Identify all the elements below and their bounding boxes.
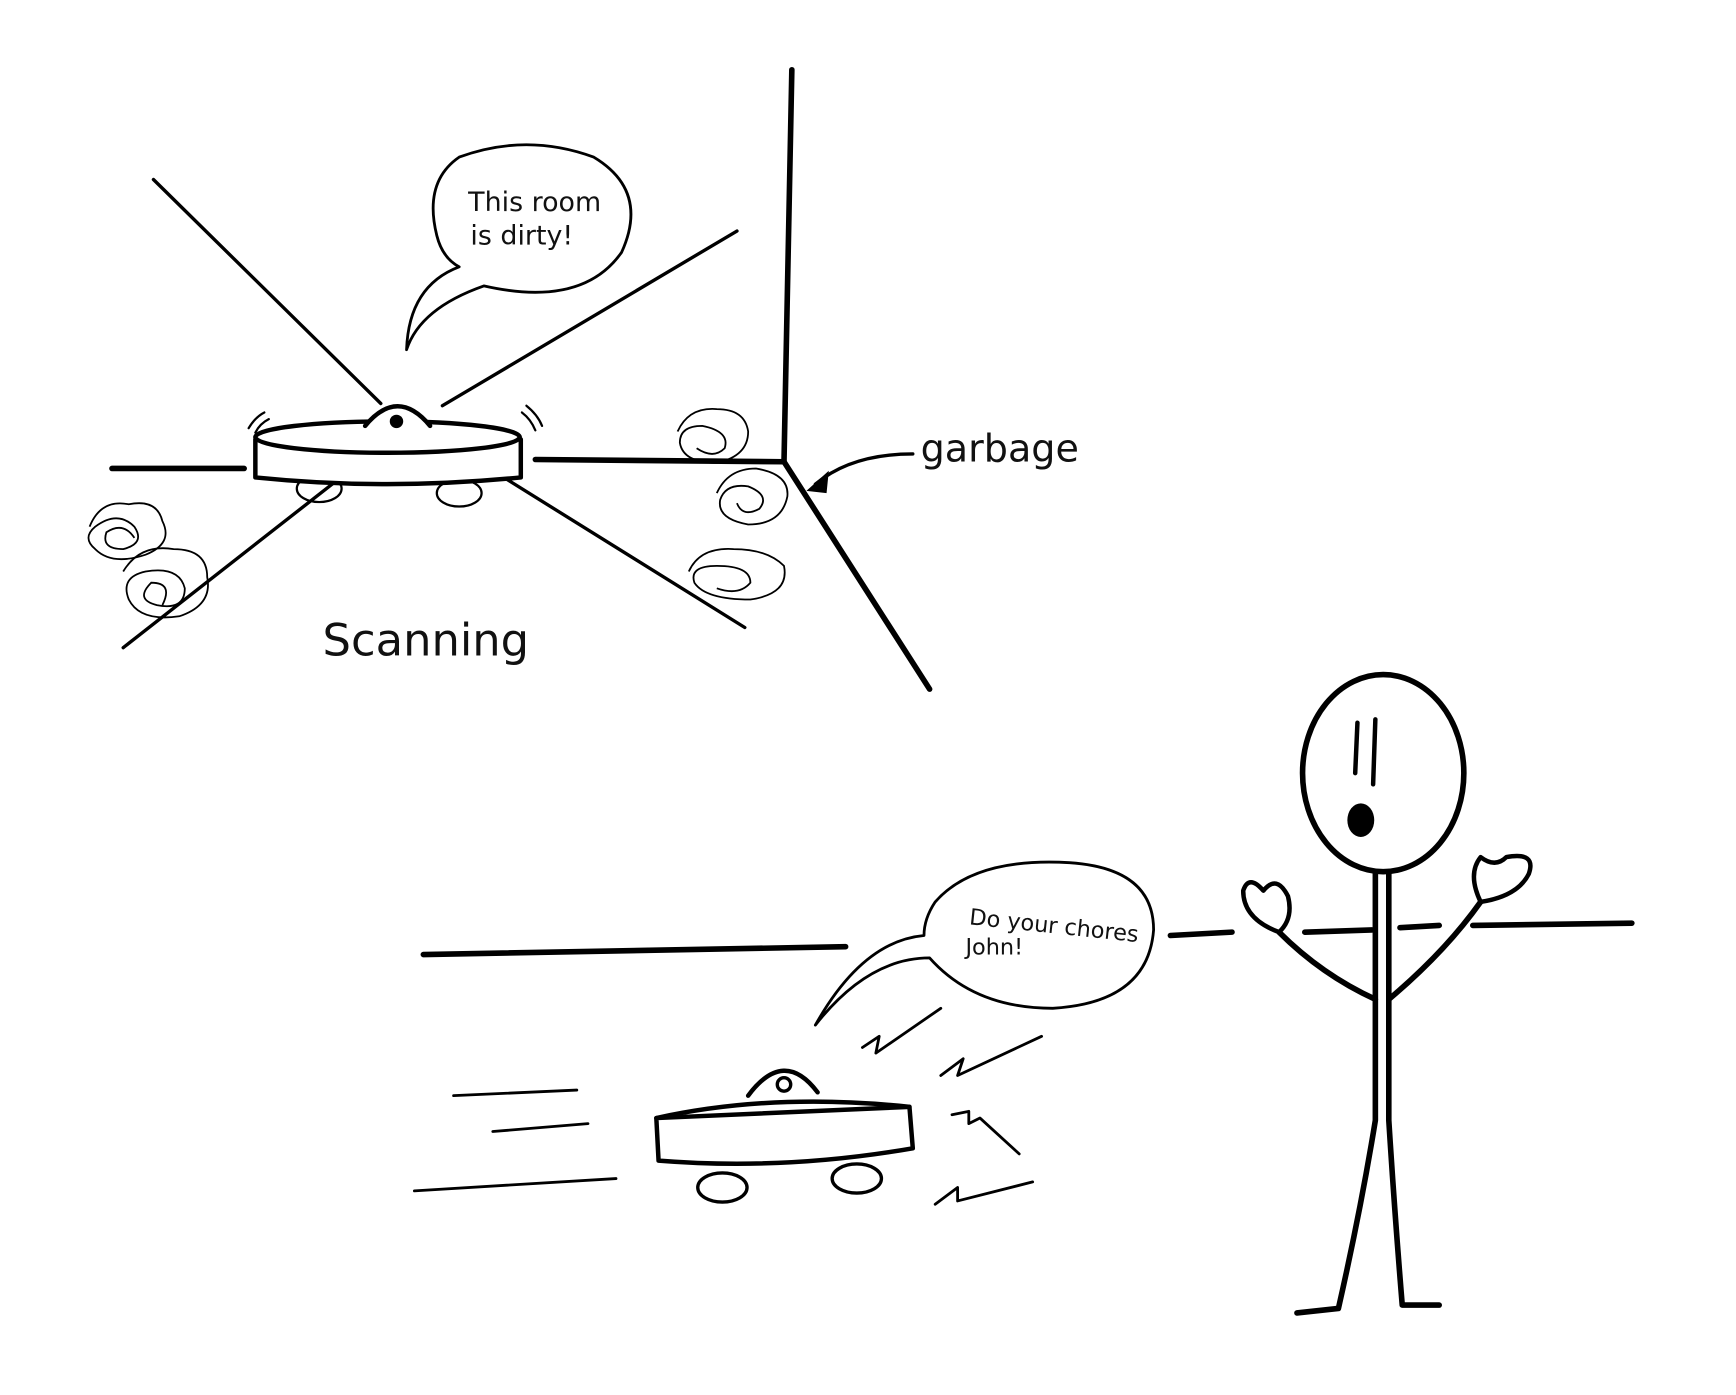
mouth-icon	[1347, 803, 1375, 837]
bubble-text-line2: is dirty!	[470, 220, 573, 251]
garbage-label-text: garbage	[921, 427, 1079, 471]
arrow-icon	[813, 452, 915, 486]
scanning-rays	[121, 177, 747, 650]
garbage-piles	[87, 408, 789, 619]
speech-bubble-robot: This room is dirty!	[405, 143, 633, 352]
scanning-caption: Scanning	[323, 614, 530, 667]
robot-vacuum-scanning	[247, 404, 544, 508]
speech-bubble-chores: Do your chores John!	[813, 860, 1156, 1027]
stick-figure-john	[1240, 671, 1533, 1316]
bubble-text-line1: This room	[467, 187, 601, 218]
speed-lines	[413, 1006, 1044, 1206]
room-walls	[109, 66, 933, 692]
bubble-text-line2: John!	[963, 935, 1023, 961]
garbage-label: garbage	[806, 427, 1079, 494]
wall-line	[420, 920, 1635, 958]
robot-vacuum-moving	[654, 1068, 916, 1204]
